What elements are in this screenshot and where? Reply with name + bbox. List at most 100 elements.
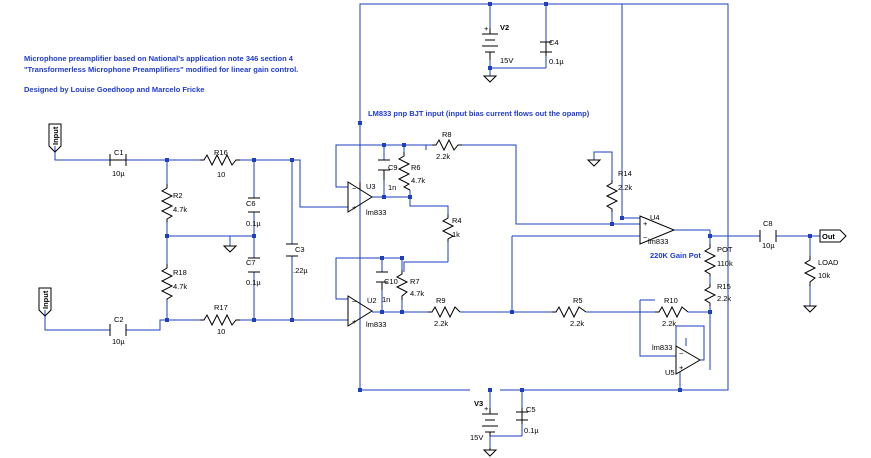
capacitor-c7: C7 0.1µ <box>246 257 261 287</box>
description-line-3: Designed by Louise Goedhoop and Marcelo … <box>24 85 205 94</box>
svg-text:R15: R15 <box>717 282 731 291</box>
svg-text:10µ: 10µ <box>112 169 125 178</box>
resistor-load: LOAD 10k <box>803 256 839 286</box>
svg-text:10µ: 10µ <box>762 241 775 250</box>
svg-text:R6: R6 <box>411 163 421 172</box>
resistor-r4: R4 1k <box>441 214 462 242</box>
svg-text:1n: 1n <box>382 295 390 304</box>
svg-text:2.2k: 2.2k <box>434 319 448 328</box>
capacitor-c9: C9 1n <box>378 159 398 192</box>
svg-text:C2: C2 <box>114 315 124 324</box>
resistor-r10: R10 2.2k <box>655 296 689 328</box>
svg-text:U5: U5 <box>665 368 675 377</box>
output-port: Out <box>819 229 847 243</box>
resistor-r14: R14 2.2k <box>605 169 632 212</box>
opamp-u3: − + U3 lm833 <box>347 181 386 217</box>
svg-text:U3: U3 <box>366 182 376 191</box>
svg-text:2.2k: 2.2k <box>662 319 676 328</box>
capacitor-c10: C10 1n <box>376 271 398 304</box>
voltage-source-v3: + V3 15V <box>470 399 498 442</box>
svg-text:10k: 10k <box>818 271 830 280</box>
voltage-source-v2: + V2 15V <box>482 23 513 65</box>
svg-text:2.2k: 2.2k <box>570 319 584 328</box>
capacitor-c6: C6 0.1µ <box>246 197 261 228</box>
svg-text:15V: 15V <box>470 433 483 442</box>
u4-minus: − <box>643 233 648 242</box>
ground-icon-v2 <box>482 75 498 83</box>
svg-text:4.7k: 4.7k <box>411 176 425 185</box>
resistor-r6: R6 4.7k <box>397 152 425 191</box>
ground-icon-mid <box>222 245 238 253</box>
resistor-r15: R15 2.2k <box>703 282 731 306</box>
junctions <box>165 2 812 392</box>
description-line-2: "Transformerless Microphone Preamplifier… <box>24 65 299 74</box>
svg-text:4.7k: 4.7k <box>173 282 187 291</box>
u2-minus: − <box>352 297 357 306</box>
svg-text:POT: POT <box>717 245 733 254</box>
capacitor-c5: C5 0.1µ <box>516 405 539 435</box>
resistor-r17: R17 10 <box>200 303 240 336</box>
u5-plus: + <box>679 363 684 372</box>
svg-text:2.2k: 2.2k <box>717 294 731 303</box>
svg-text:U4: U4 <box>650 213 660 222</box>
svg-text:1k: 1k <box>452 230 460 239</box>
resistor-r2: R2 4.7k <box>160 184 187 222</box>
svg-text:lm833: lm833 <box>652 343 672 352</box>
svg-text:C9: C9 <box>388 163 398 172</box>
svg-text:110k: 110k <box>717 259 733 268</box>
svg-text:R18: R18 <box>173 268 187 277</box>
capacitor-c1: C1 10µ <box>109 148 127 178</box>
svg-text:lm833: lm833 <box>648 237 668 246</box>
svg-text:2.2k: 2.2k <box>618 183 632 192</box>
svg-text:10µ: 10µ <box>112 337 125 346</box>
u3-plus: + <box>352 203 357 212</box>
resistor-r18: R18 4.7k <box>160 264 187 300</box>
svg-text:R4: R4 <box>452 216 462 225</box>
svg-text:R17: R17 <box>214 303 228 312</box>
capacitor-c2: C2 10µ <box>109 315 127 346</box>
svg-text:R16: R16 <box>214 148 228 157</box>
svg-text:R2: R2 <box>173 191 183 200</box>
u3-minus: − <box>352 184 357 193</box>
u5-minus: − <box>679 349 684 358</box>
input-port-top: Input <box>48 123 62 153</box>
svg-text:0.1µ: 0.1µ <box>246 278 261 287</box>
svg-text:R8: R8 <box>442 130 452 139</box>
svg-text:+: + <box>484 24 489 33</box>
opamp-u4: + − U4 lm833 <box>639 213 676 246</box>
svg-text:+: + <box>484 404 489 413</box>
bjt-input-note: LM833 pnp BJT input (input bias current … <box>368 109 590 118</box>
input-port-bottom-label: Input <box>41 290 50 309</box>
svg-text:C10: C10 <box>384 277 398 286</box>
output-port-label: Out <box>822 232 835 241</box>
capacitor-c3: C3 .22µ <box>286 243 308 275</box>
svg-text:C5: C5 <box>526 405 536 414</box>
svg-text:4.7k: 4.7k <box>410 289 424 298</box>
svg-text:lm833: lm833 <box>366 320 386 329</box>
resistor-r9: R9 2.2k <box>428 296 461 328</box>
wires <box>44 3 820 448</box>
ground-icon-load <box>802 305 818 313</box>
svg-text:R5: R5 <box>573 296 583 305</box>
u4-plus: + <box>643 219 648 228</box>
resistor-r8: R8 2.2k <box>432 130 462 161</box>
svg-text:R10: R10 <box>664 296 678 305</box>
resistor-r5: R5 2.2k <box>552 296 587 328</box>
svg-text:C7: C7 <box>246 258 256 267</box>
svg-text:LOAD: LOAD <box>818 258 839 267</box>
svg-text:C4: C4 <box>549 38 559 47</box>
svg-text:R7: R7 <box>410 277 420 286</box>
u2-plus: + <box>352 317 357 326</box>
resistor-r16: R16 10 <box>200 148 240 179</box>
svg-text:R14: R14 <box>618 169 632 178</box>
capacitor-c4: C4 0.1µ <box>540 38 564 66</box>
svg-text:V2: V2 <box>500 23 509 32</box>
ground-icon-v3 <box>482 448 498 457</box>
svg-text:C8: C8 <box>763 219 773 228</box>
input-port-bottom: Input <box>38 287 52 317</box>
svg-text:V3: V3 <box>474 399 483 408</box>
potentiometer-pot: POT 110k <box>703 244 733 276</box>
svg-text:C3: C3 <box>295 245 305 254</box>
svg-text:0.1µ: 0.1µ <box>246 219 261 228</box>
